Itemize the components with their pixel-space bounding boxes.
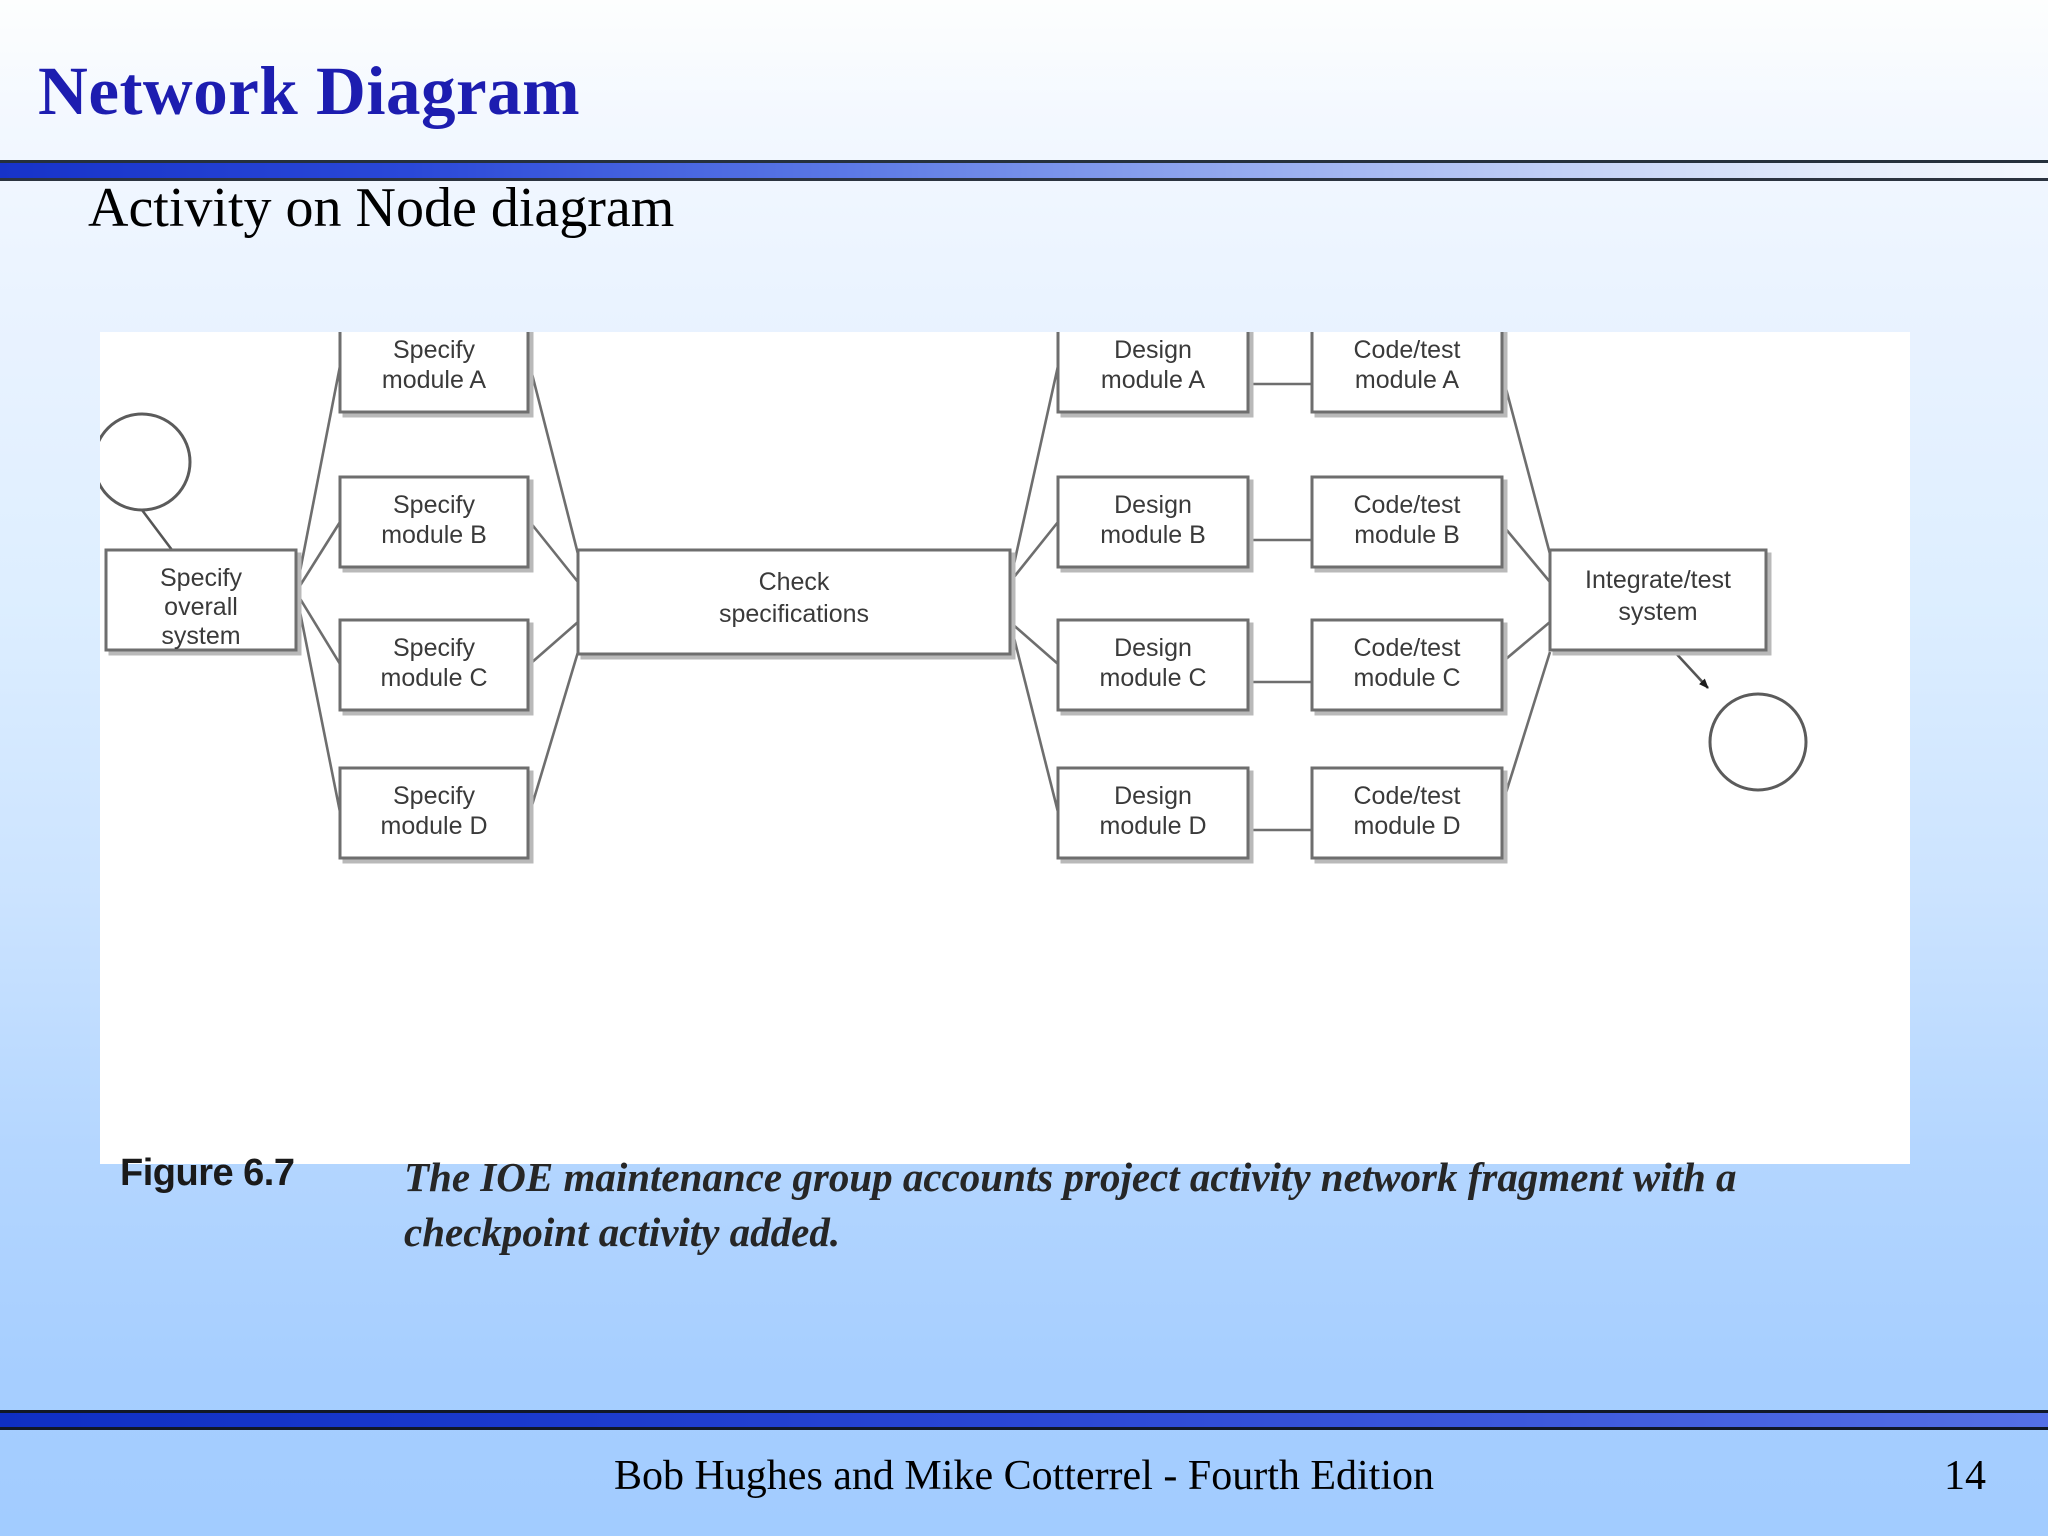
node-label-line1: Code/test <box>1353 336 1460 364</box>
network-diagram: Specify overall system Specify module A … <box>100 332 1808 860</box>
node-label-line1: Code/test <box>1353 634 1460 662</box>
footer-attribution: Bob Hughes and Mike Cotterrel - Fourth E… <box>613 1453 1435 1499</box>
node-code-test-module-b[interactable]: Code/test module B <box>1310 475 1504 569</box>
end-circle <box>1708 692 1808 792</box>
node-label-line2: overall <box>164 593 238 621</box>
node-label-line1: Design <box>1114 782 1192 810</box>
node-label-line1: Specify <box>160 564 242 592</box>
footer-divider-line-top <box>0 1410 2048 1413</box>
node-integrate-test-system[interactable]: Integrate/test system <box>1548 548 1768 652</box>
footer-divider <box>0 1410 2048 1432</box>
slide-subtitle: Activity on Node diagram <box>88 177 675 239</box>
figure-number: Figure 6.7 <box>120 1152 295 1194</box>
node-specify-overall-system[interactable]: Specify overall system <box>104 548 298 652</box>
node-code-test-module-a[interactable]: Code/test module A <box>1310 332 1504 414</box>
page-title: Network Diagram <box>38 53 581 129</box>
node-specify-module-a[interactable]: Specify module A <box>338 332 530 414</box>
figure-caption: The IOE maintenance group accounts proje… <box>404 1154 1737 1255</box>
node-design-module-c[interactable]: Design module C <box>1056 618 1250 712</box>
node-label-line2: module A <box>382 366 487 394</box>
footer-divider-bar <box>0 1413 2048 1427</box>
node-label-line1: Specify <box>393 782 475 810</box>
title-divider <box>0 160 2048 182</box>
node-design-module-a[interactable]: Design module A <box>1056 332 1250 414</box>
node-label-line3: system <box>161 622 240 650</box>
title-divider-line-bottom <box>0 178 2048 181</box>
node-label-line2: module D <box>1354 812 1461 840</box>
node-label-line2: module B <box>381 521 487 549</box>
node-label-line1: Check <box>759 568 830 596</box>
node-label-line2: module B <box>1354 521 1460 549</box>
start-circle <box>100 412 192 512</box>
node-label-line1: Design <box>1114 336 1192 364</box>
node-label-line1: Design <box>1114 634 1192 662</box>
node-label-line2: module A <box>1101 366 1206 394</box>
node-label-line1: Specify <box>393 491 475 519</box>
node-label-line1: Code/test <box>1353 782 1460 810</box>
node-label-line2: module A <box>1355 366 1460 394</box>
node-label-line2: module C <box>1100 664 1207 692</box>
node-label-line1: Specify <box>393 634 475 662</box>
node-specify-module-c[interactable]: Specify module C <box>338 618 530 712</box>
node-design-module-b[interactable]: Design module B <box>1056 475 1250 569</box>
node-design-module-d[interactable]: Design module D <box>1056 766 1250 860</box>
node-label-line2: module D <box>381 812 488 840</box>
node-label-line2: specifications <box>719 600 869 628</box>
node-label-line1: Code/test <box>1353 491 1460 519</box>
node-label-line1: Integrate/test <box>1585 566 1731 594</box>
node-label-line2: module C <box>381 664 488 692</box>
footer-divider-line-bottom <box>0 1427 2048 1430</box>
node-specify-module-b[interactable]: Specify module B <box>338 475 530 569</box>
title-divider-line-top <box>0 160 2048 163</box>
node-label-line2: module B <box>1100 521 1206 549</box>
page-number: 14 <box>1944 1453 1986 1499</box>
figure-caption-panel <box>100 1004 1910 1164</box>
node-code-test-module-d[interactable]: Code/test module D <box>1310 766 1504 860</box>
node-label-line2: system <box>1618 598 1697 626</box>
node-label-line2: module C <box>1354 664 1461 692</box>
node-check-specifications[interactable]: Check specifications <box>576 548 1012 656</box>
node-label-line1: Design <box>1114 491 1192 519</box>
node-code-test-module-c[interactable]: Code/test module C <box>1310 618 1504 712</box>
node-label-line2: module D <box>1100 812 1207 840</box>
node-label-line1: Specify <box>393 336 475 364</box>
node-specify-module-d[interactable]: Specify module D <box>338 766 530 860</box>
title-divider-bar <box>0 163 2048 178</box>
